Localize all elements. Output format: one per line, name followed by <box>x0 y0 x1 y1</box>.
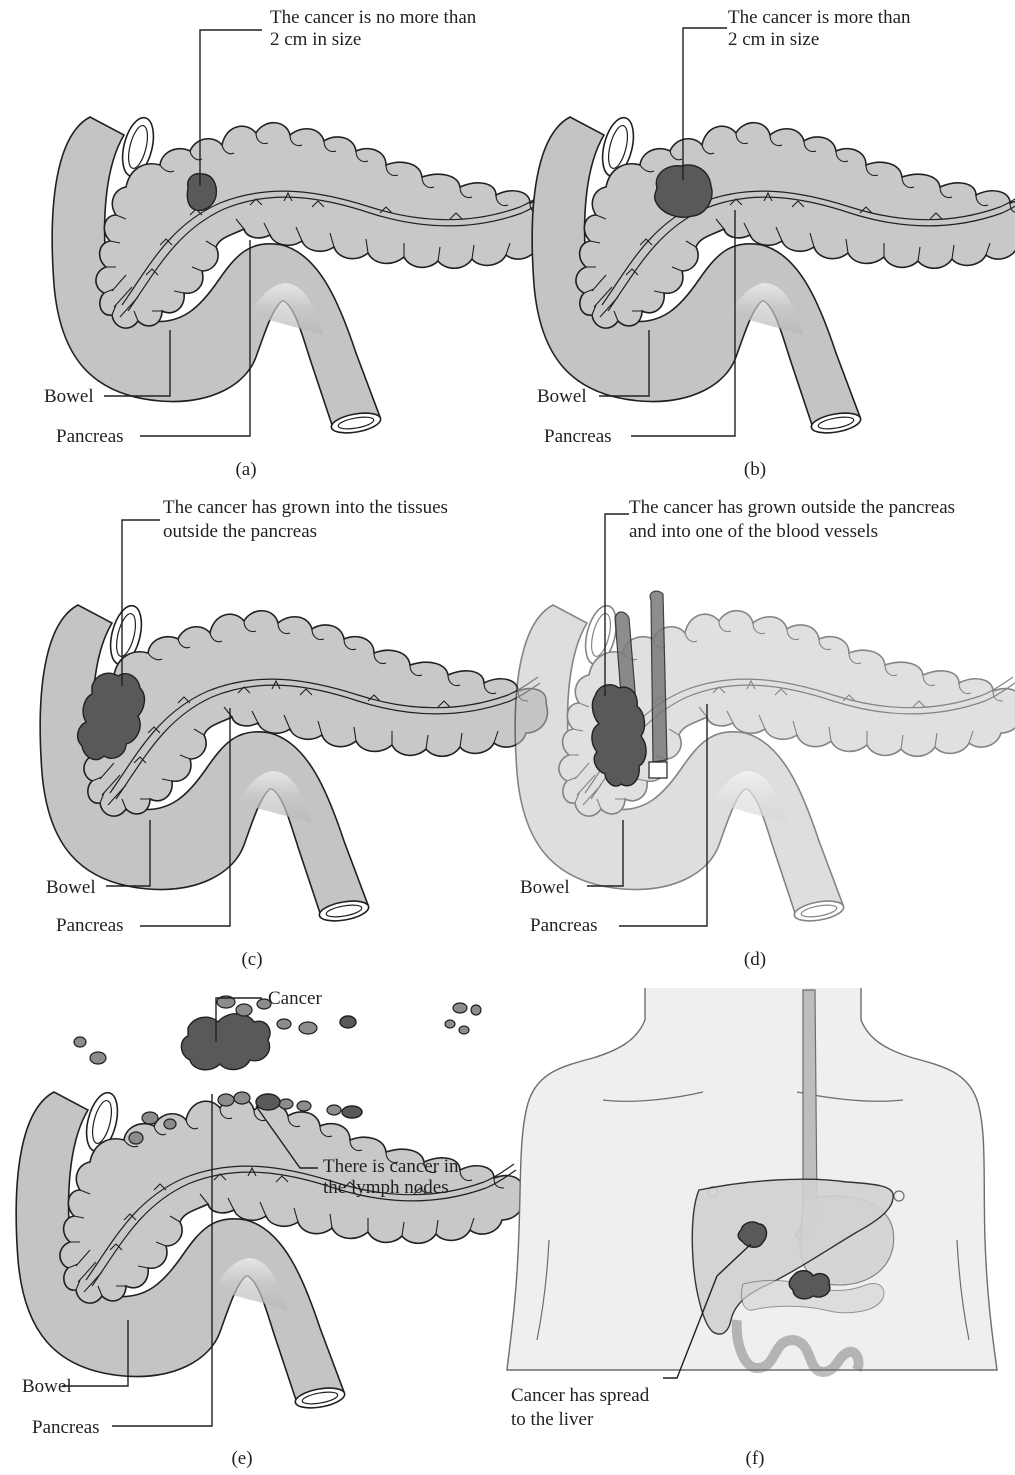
caption: (f) <box>725 1447 785 1470</box>
lymph-label-line2: the lymph nodes <box>323 1176 449 1199</box>
lymph-label-line1: There is cancer in <box>323 1155 459 1178</box>
panel-f: Cancer has spread to the liver (f) <box>507 980 1015 1475</box>
annotation-line2: 2 cm in size <box>728 28 819 51</box>
panel-d-illustration <box>507 490 1015 980</box>
pancreas-label: Pancreas <box>544 425 612 448</box>
pancreas-label: Pancreas <box>56 914 124 937</box>
spread-label-line2: to the liver <box>511 1408 593 1431</box>
annotation-line2: outside the pancreas <box>163 520 317 543</box>
pancreas-tumor <box>789 1271 830 1299</box>
annotation-line1: The cancer has grown outside the pancrea… <box>629 496 955 519</box>
pancreas-label: Pancreas <box>56 425 124 448</box>
panel-a: The cancer is no more than 2 cm in size … <box>0 0 507 490</box>
bowel-label: Bowel <box>520 876 570 899</box>
cancer-label: Cancer <box>268 987 322 1010</box>
panel-e-illustration <box>0 980 507 1475</box>
panel-b: The cancer is more than 2 cm in size Bow… <box>507 0 1015 490</box>
annotation-line2: 2 cm in size <box>270 28 361 51</box>
caption: (b) <box>725 458 785 481</box>
torso <box>507 988 997 1370</box>
annotation-line1: The cancer has grown into the tissues <box>163 496 448 519</box>
caption: (a) <box>216 458 276 481</box>
panel-b-illustration <box>507 0 1015 490</box>
spread-label-line1: Cancer has spread <box>511 1384 649 1407</box>
caption: (c) <box>222 948 282 971</box>
pancreas-label: Pancreas <box>530 914 598 937</box>
caption: (e) <box>212 1447 272 1470</box>
bowel-label: Bowel <box>46 876 96 899</box>
panel-c: The cancer has grown into the tissues ou… <box>0 490 507 980</box>
panel-a-illustration <box>0 0 507 490</box>
annotation-line2: and into one of the blood vessels <box>629 520 878 543</box>
tumor-small <box>187 174 216 211</box>
blood-vessel <box>650 591 667 762</box>
pancreas-label: Pancreas <box>32 1416 100 1439</box>
bowel-label: Bowel <box>22 1375 72 1398</box>
bowel-label: Bowel <box>44 385 94 408</box>
tumor-main <box>181 1014 270 1070</box>
panel-c-illustration <box>0 490 507 980</box>
panel-e: Cancer There is cancer in the lymph node… <box>0 980 507 1475</box>
annotation-line1: The cancer is no more than <box>270 6 476 29</box>
panel-d: The cancer has grown outside the pancrea… <box>507 490 1015 980</box>
annotation-line1: The cancer is more than <box>728 6 911 29</box>
caption: (d) <box>725 948 785 971</box>
bowel-label: Bowel <box>537 385 587 408</box>
